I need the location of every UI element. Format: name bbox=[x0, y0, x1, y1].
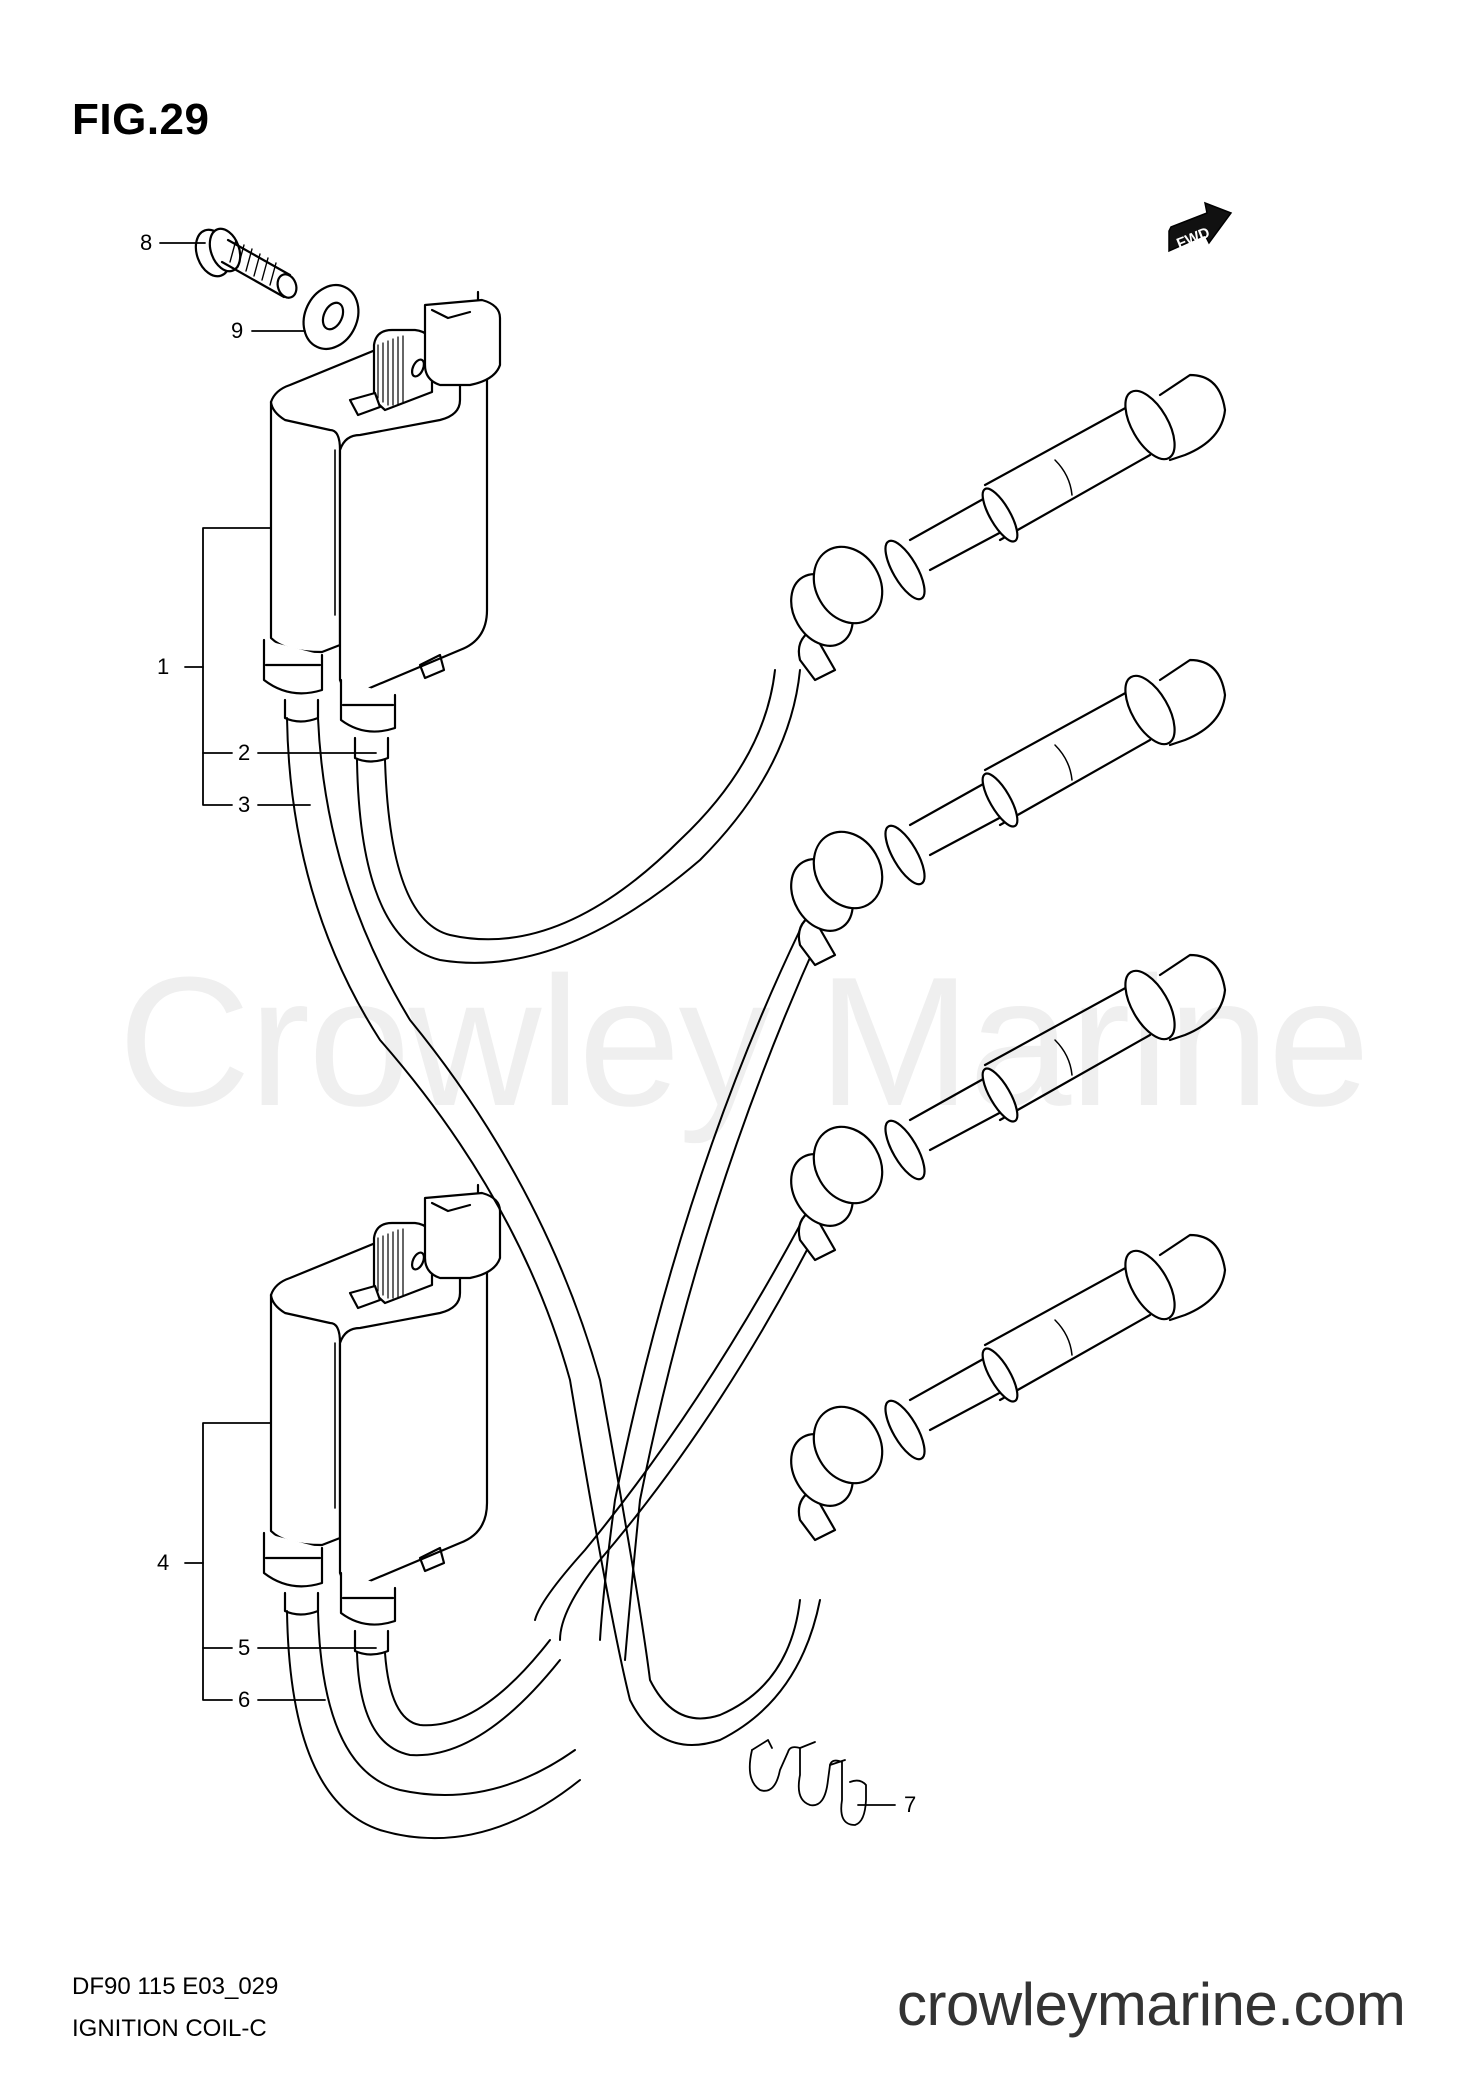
upper-high-tension-cords bbox=[286, 669, 821, 1746]
washer-part bbox=[302, 284, 360, 350]
callout-2: 2 bbox=[238, 740, 251, 765]
figure-code: DF90 115 E03_029 bbox=[72, 1973, 279, 2000]
callout-6: 6 bbox=[238, 1687, 251, 1712]
callout-7: 7 bbox=[904, 1792, 917, 1817]
lower-high-tension-cords bbox=[286, 1610, 581, 1840]
figure-title: FIG.29 bbox=[72, 95, 210, 144]
plug2-cord bbox=[599, 929, 821, 1661]
callout-1: 1 bbox=[157, 654, 170, 679]
callout-3: 3 bbox=[238, 792, 251, 817]
plug3-cord bbox=[534, 1224, 821, 1641]
upper-ignition-coil bbox=[262, 290, 502, 763]
lower-ignition-coil bbox=[262, 1183, 502, 1656]
forward-arrow-icon: FWD bbox=[1168, 201, 1233, 253]
bolt-part bbox=[194, 227, 298, 299]
plug-cap-2 bbox=[790, 658, 1227, 967]
plug-cap-3 bbox=[790, 953, 1227, 1262]
callout-9: 9 bbox=[231, 318, 244, 343]
watermark: Crowley Marine bbox=[118, 938, 1370, 1144]
figure-name: IGNITION COIL-C bbox=[72, 2015, 267, 2042]
plug-cap-4 bbox=[790, 1233, 1227, 1542]
callout-8: 8 bbox=[140, 230, 153, 255]
brand-url: crowleymarine.com bbox=[897, 1971, 1406, 2038]
spark-plug-caps bbox=[790, 373, 1227, 1542]
callout-5: 5 bbox=[238, 1635, 251, 1660]
leader-lines bbox=[159, 242, 896, 1806]
callout-4: 4 bbox=[157, 1550, 170, 1575]
plug-cap-1 bbox=[790, 373, 1227, 682]
cord-clamp-part bbox=[748, 1739, 867, 1826]
